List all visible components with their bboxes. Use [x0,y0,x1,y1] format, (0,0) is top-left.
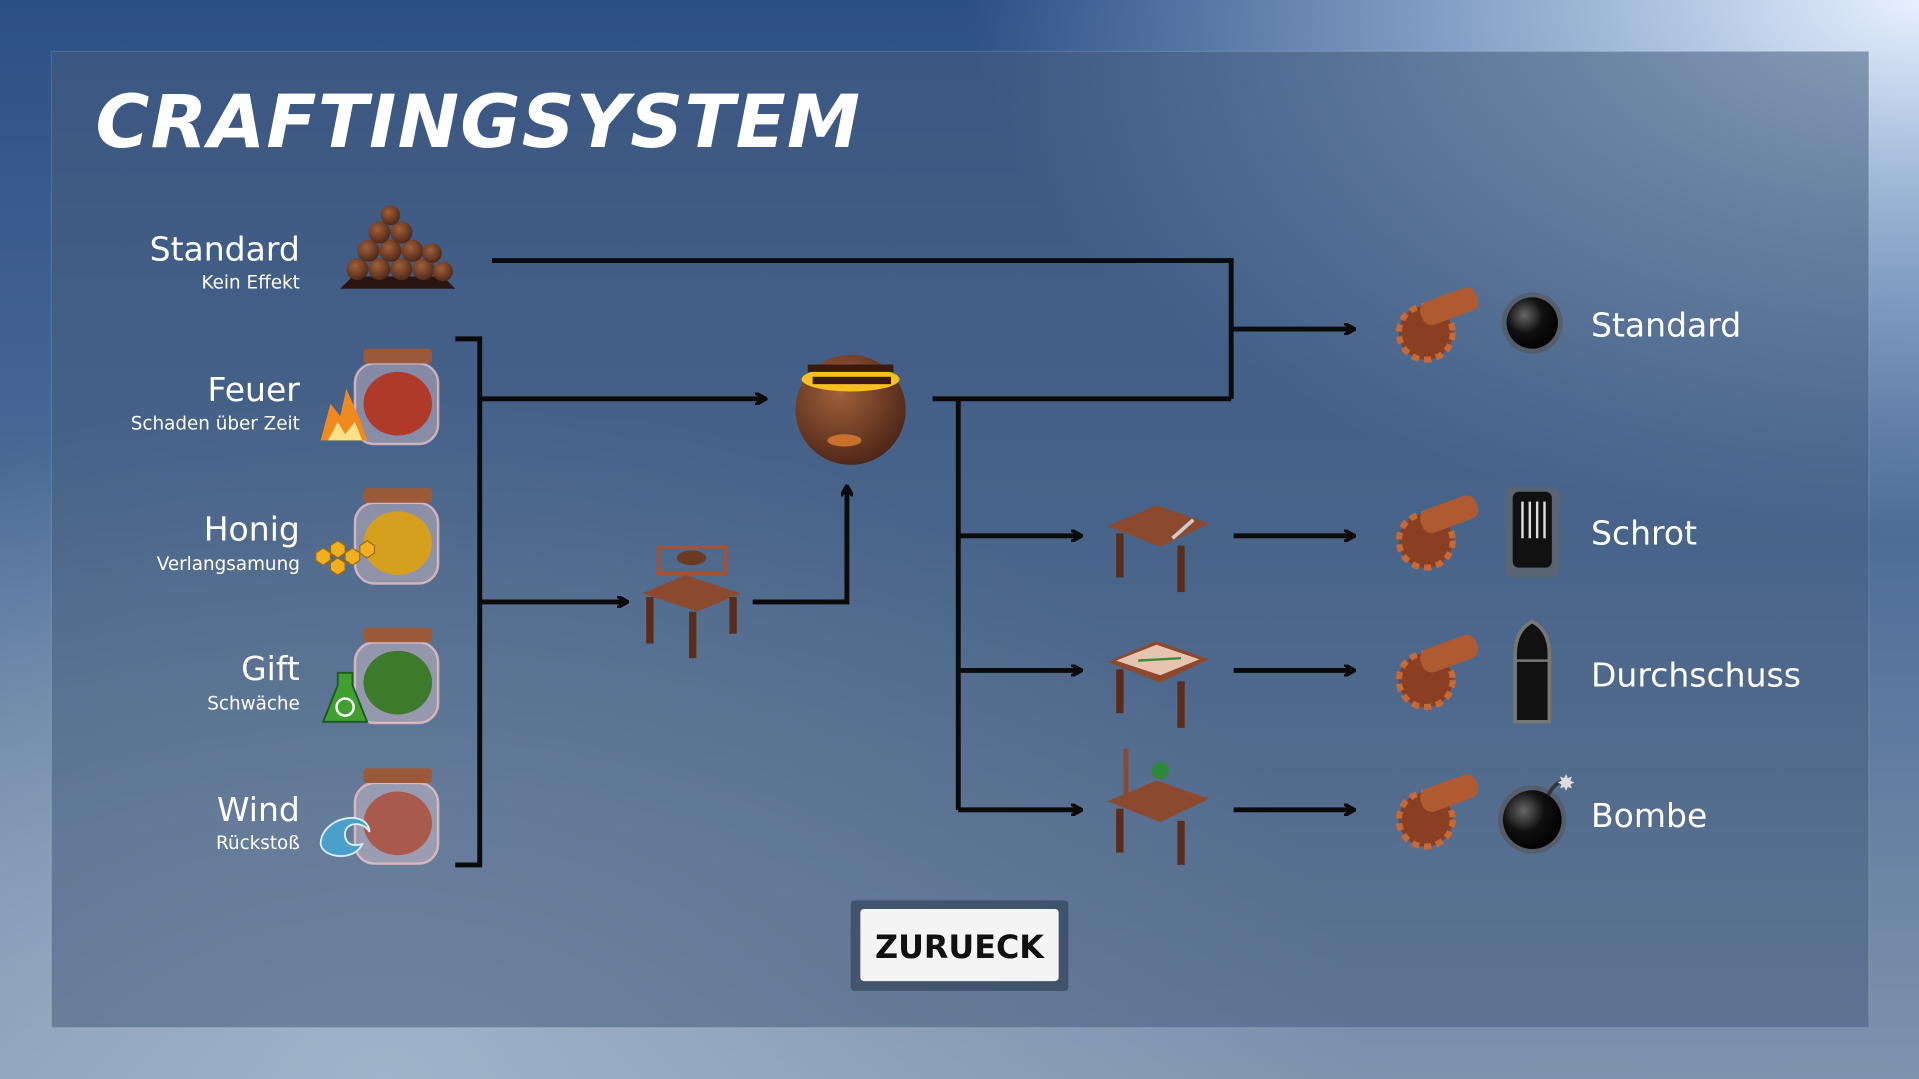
cannonball-icon [1501,292,1563,354]
bullet-icon [1513,619,1552,724]
ingredient-effect: Schaden über Zeit [131,413,300,434]
poison-jar-icon [321,627,440,725]
wind-jar-icon [319,768,440,865]
mixing-table-icon [642,545,741,659]
ingredient-effect: Kein Effekt [202,273,300,294]
ingredient-name: Gift [241,649,300,688]
cannon-icon [1395,774,1479,850]
ingredient-honig: Honig Verlangsamung [157,510,300,575]
ingredient-effect: Verlangsamung [157,554,300,575]
cannon-icon [1395,287,1479,363]
output-bombe-label: Bombe [1591,796,1707,835]
output-durchschuss-label: Durchschuss [1591,655,1801,694]
ingredient-name: Feuer [208,370,301,409]
piercing-table-icon [1107,641,1210,728]
fire-jar-icon [320,348,440,446]
bomb-icon: ✸ [1497,771,1575,854]
svg-text:✸: ✸ [1557,771,1575,796]
cauldron-icon [795,354,906,465]
back-button[interactable]: ZURUECK [850,900,1069,991]
cannon-icon [1395,634,1479,711]
ingredient-name: Wind [217,790,300,829]
ingredient-name: Honig [204,510,300,549]
ingredient-gift: Gift Schwäche [207,649,300,714]
honey-jar-icon [315,488,440,585]
ingredient-name: Standard [150,230,300,269]
ingredient-feuer: Feuer Schaden über Zeit [131,370,301,434]
ingredient-effect: Schwäche [207,694,300,715]
shot-shell-icon [1505,486,1560,578]
page-title: CRAFTINGSYSTEM [95,80,861,165]
ingredient-wind: Wind Rückstoß [216,790,300,854]
cannonball-pile-icon [340,205,456,289]
ingredient-effect: Rückstoß [216,833,300,854]
output-standard-label: Standard [1591,305,1741,344]
back-button-label: ZURUECK [875,928,1045,966]
crafting-flow-lines [455,258,1353,868]
ingredient-standard: Standard Kein Effekt [150,230,300,294]
output-schrot-label: Schrot [1591,513,1697,552]
cannon-icon [1395,495,1479,571]
shot-table-icon [1107,505,1210,593]
bomb-table-icon [1107,748,1210,865]
